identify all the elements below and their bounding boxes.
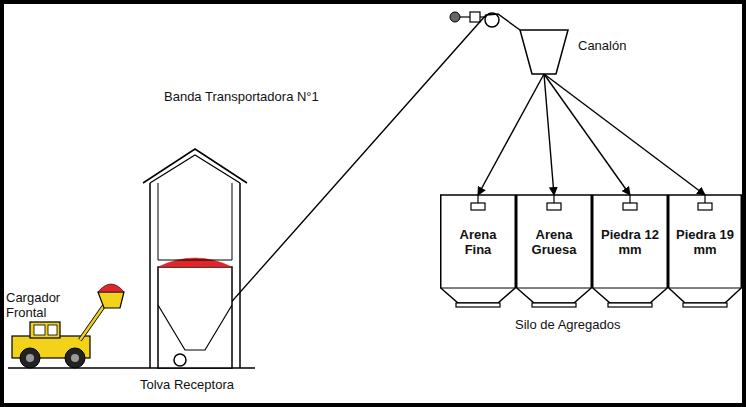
hopper-shed: [140, 145, 250, 397]
silo-bin: Arena Fina: [440, 193, 516, 311]
chute-outline: [518, 26, 570, 78]
receiving-hopper: Tolva Receptora: [140, 145, 250, 397]
hopper-label: Tolva Receptora: [140, 377, 234, 392]
silo-label: Piedra 12 mm: [600, 227, 660, 257]
silo-bin: Piedra 12 mm: [592, 193, 668, 311]
silo-group: Silo de Agregados Arena Fina Arena Gruesa P…: [438, 190, 744, 340]
tail-pulley: [174, 354, 186, 366]
silo-label: Arena Gruesa: [524, 227, 584, 257]
flow-arrow: [544, 74, 630, 195]
silo-label: Arena Fina: [448, 227, 508, 257]
silo-bin: Piedra 19 mm: [668, 193, 742, 311]
silo-bin: Arena Gruesa: [516, 193, 592, 311]
flow-arrow: [544, 74, 705, 195]
belt-label: Banda Transportadora N°1: [162, 89, 321, 104]
chute: Canalón: [518, 26, 618, 78]
silo-label: Piedra 19 mm: [676, 227, 734, 257]
equipment-label: Cargador Frontal: [6, 290, 76, 320]
flow-arrow: [478, 74, 544, 195]
group-label: Silo de Agregados: [515, 317, 621, 332]
flow-arrow: [544, 74, 554, 195]
chute-label: Canalón: [578, 38, 626, 53]
